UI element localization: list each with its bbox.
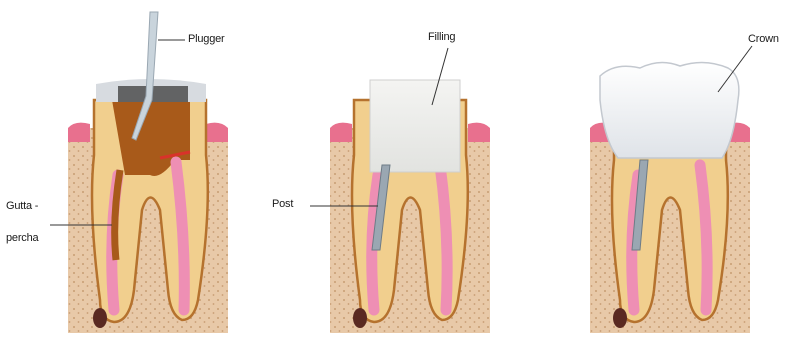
- tooth-3-crown: [590, 62, 750, 333]
- label-crown: Crown: [748, 33, 779, 45]
- apex-dark-3: [613, 308, 627, 328]
- gum-left-2: [330, 123, 352, 142]
- apex-dark-1: [93, 308, 107, 328]
- filling-block: [370, 80, 460, 172]
- label-filling: Filling: [428, 31, 455, 43]
- label-post: Post: [272, 198, 293, 210]
- crown-cap: [600, 62, 739, 158]
- label-gutta-percha-line2: percha: [6, 232, 38, 244]
- gum-right-1: [206, 123, 228, 142]
- apex-dark-2: [353, 308, 367, 328]
- label-plugger: Plugger: [188, 33, 225, 45]
- gum-right-2: [468, 123, 490, 142]
- tooth-1-gutta-percha: [68, 12, 228, 333]
- gum-left-1: [68, 123, 90, 142]
- label-gutta-percha-line1: Gutta -: [6, 200, 38, 212]
